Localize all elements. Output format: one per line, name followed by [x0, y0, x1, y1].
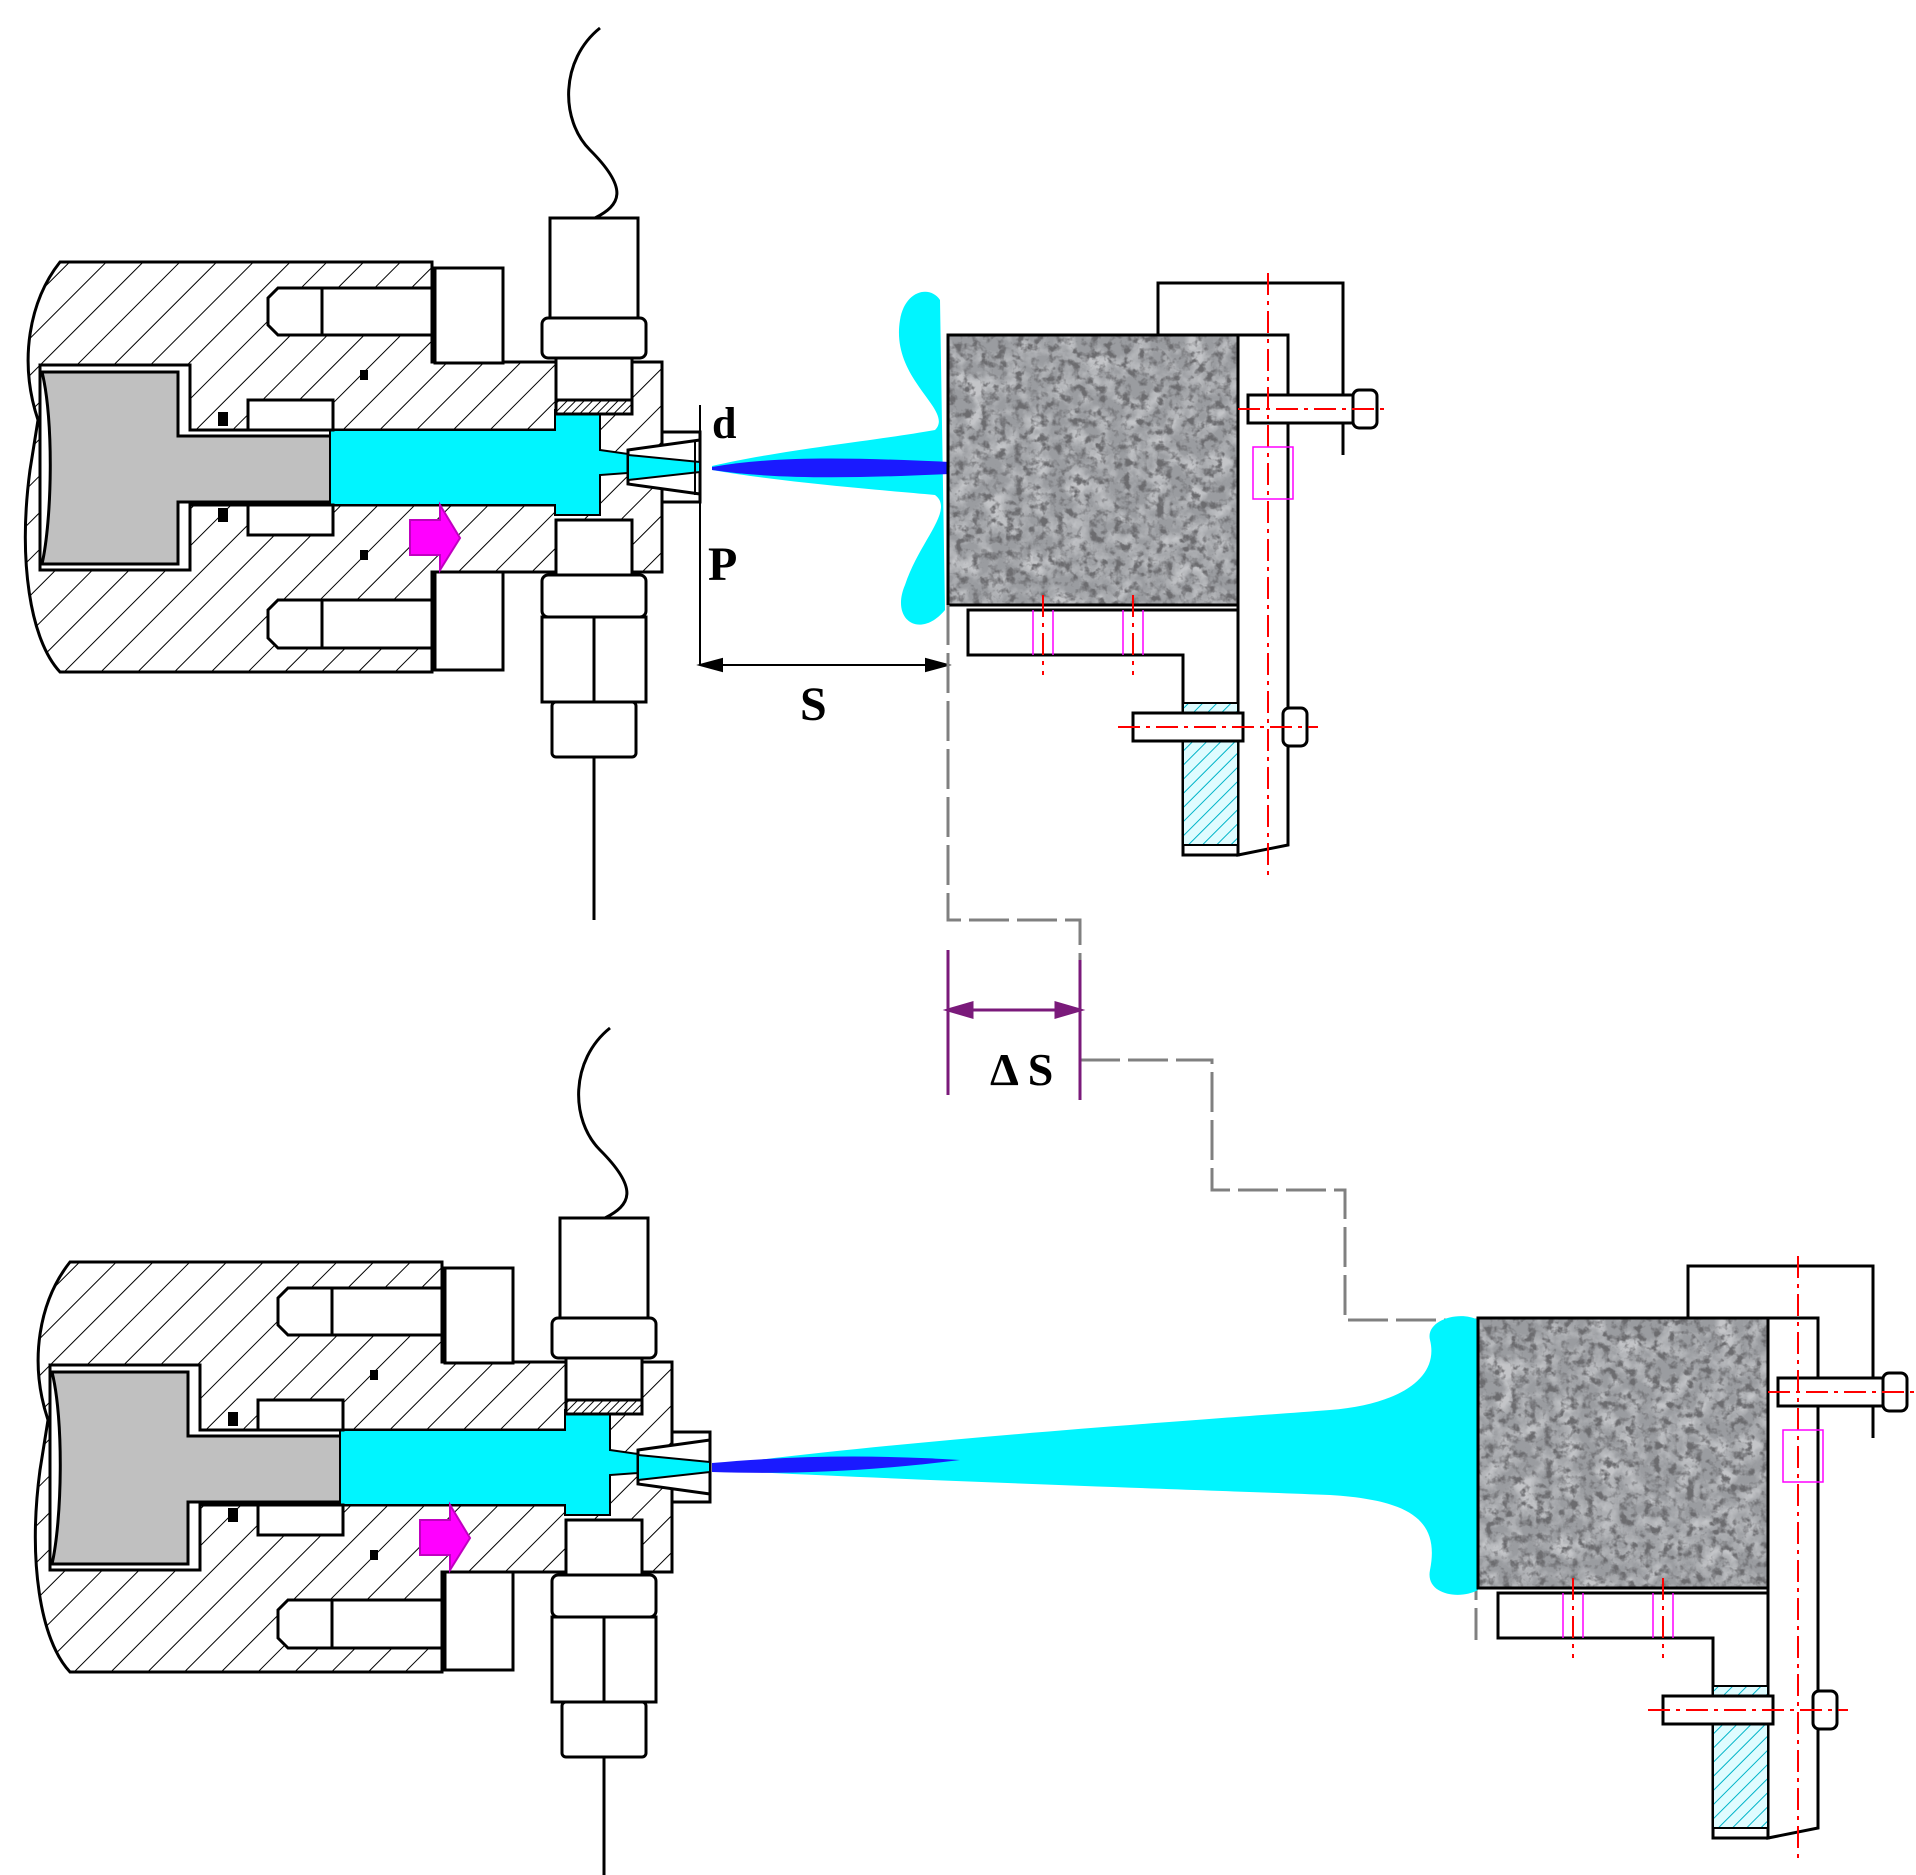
delta-standoff-dimension [942, 950, 1086, 1100]
nozzle-assembly-near [23, 26, 702, 922]
water-jet-far [712, 1316, 1478, 1595]
pressure-label: P [708, 538, 737, 591]
delta-standoff-label: Δ S [990, 1044, 1053, 1095]
rock-fixture-near [948, 273, 1388, 875]
nozzle-assembly-far [33, 1026, 712, 1875]
standoff-dimension [696, 657, 952, 673]
standoff-label: S [800, 678, 827, 731]
nozzle-dimension [694, 405, 701, 665]
rock-fixture-far [1478, 1256, 1916, 1858]
nozzle-diameter-label: d [712, 399, 736, 448]
water-jet-near [712, 291, 950, 625]
